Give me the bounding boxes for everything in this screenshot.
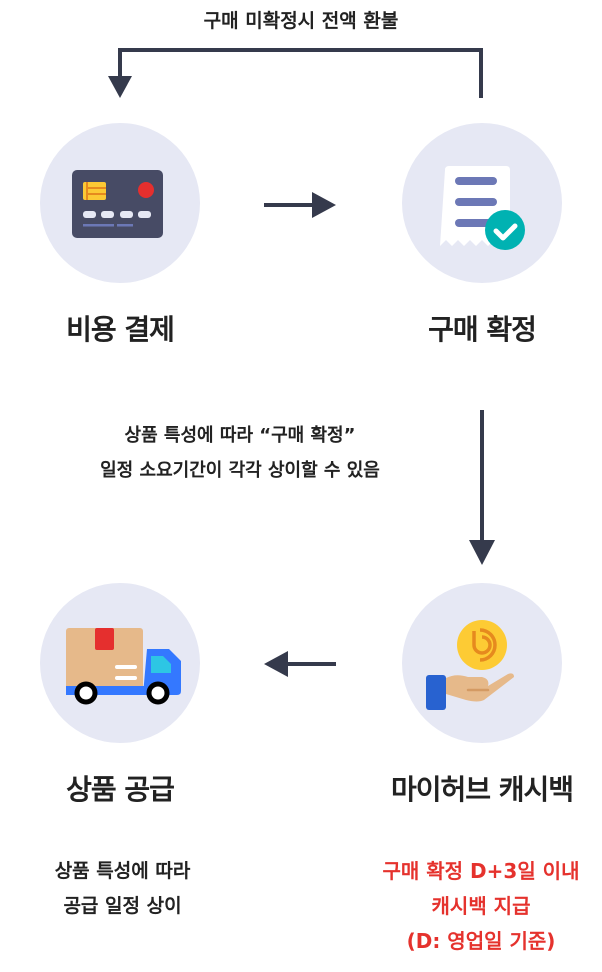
- confirm-circle: [402, 123, 562, 283]
- step-label-supply: 상품 공급: [66, 773, 175, 806]
- payment-circle: [40, 123, 200, 283]
- middle-note-line2: 일정 소요기간이 각각 상이할 수 있음: [100, 460, 380, 481]
- supply-circle: [40, 583, 200, 743]
- cashback-note-line2: 캐시백 지급: [431, 894, 531, 918]
- delivery-truck-icon: [66, 628, 181, 705]
- refund-loop-arrow: [118, 48, 483, 98]
- cashback-note: 구매 확정 D+3일 이내 캐시백 지급 (D: 영업일 기준): [340, 854, 602, 959]
- receipt-check-icon: [440, 166, 525, 250]
- cashback-note-line1: 구매 확정 D+3일 이내: [382, 859, 580, 883]
- supply-note-line2: 공급 일정 상이: [63, 895, 182, 917]
- middle-note: 상품 특성에 따라 “구매 확정” 일정 소요기간이 각각 상이할 수 있음: [20, 418, 460, 488]
- refund-note: 구매 미확정시 전액 환불: [203, 10, 399, 32]
- refund-arrowhead: [108, 76, 132, 98]
- middle-note-line1: 상품 특성에 따라 “구매 확정”: [124, 425, 356, 446]
- coin-hand-icon: [426, 620, 514, 710]
- step-label-cashback: 마이허브 캐시백: [390, 773, 574, 806]
- step-label-confirm: 구매 확정: [428, 313, 537, 346]
- cashback-circle: [402, 583, 562, 743]
- step-label-payment: 비용 결제: [66, 313, 175, 346]
- supply-note: 상품 특성에 따라 공급 일정 상이: [0, 854, 245, 924]
- credit-card-icon: [72, 170, 163, 238]
- supply-note-line1: 상품 특성에 따라: [54, 860, 191, 882]
- cashback-note-line3: (D: 영업일 기준): [406, 929, 556, 953]
